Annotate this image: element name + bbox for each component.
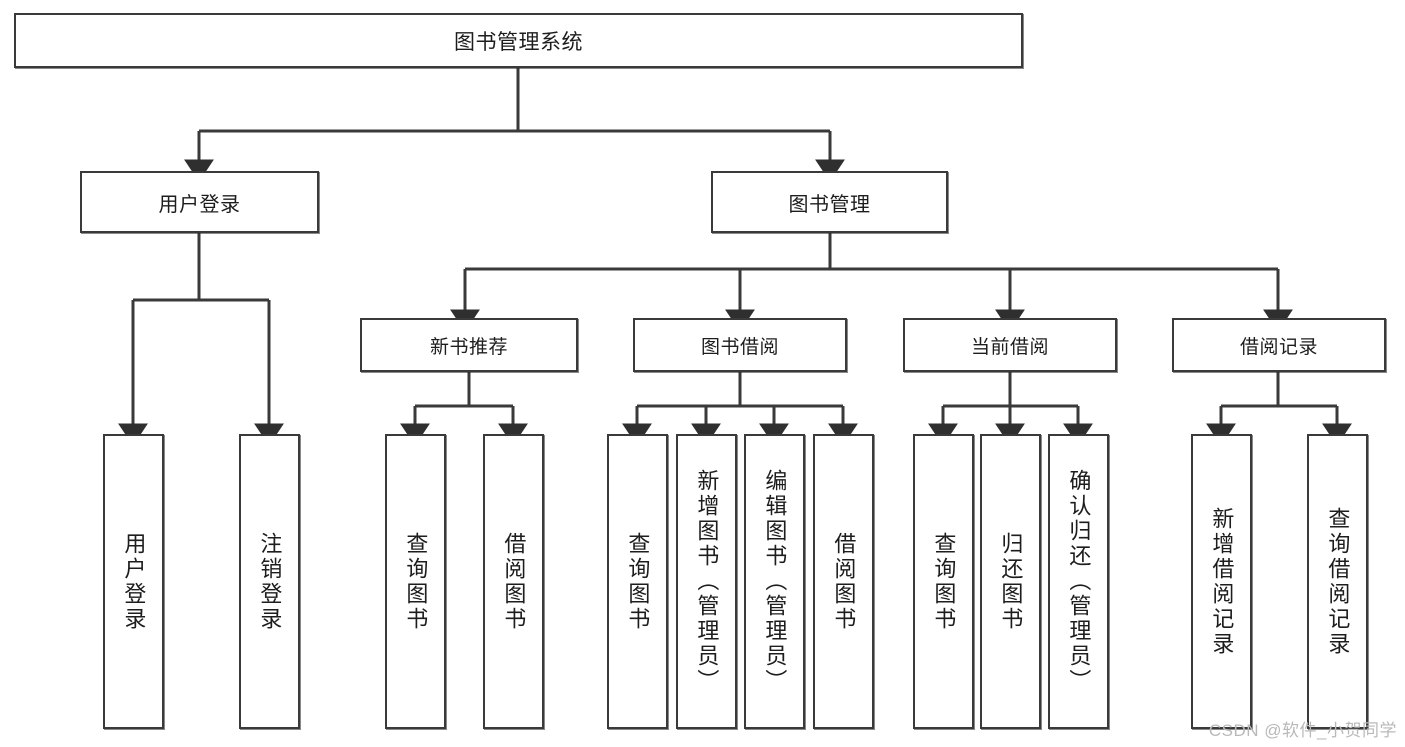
node-label: 确认归还（管理员）	[1066, 469, 1092, 694]
node-label: 图书借阅	[700, 336, 779, 358]
node-current-borrow[interactable]: 当前借阅	[903, 318, 1117, 372]
leaf-currentborrow-query-book[interactable]: 查询图书	[913, 434, 974, 729]
node-label: 新增图书（管理员）	[694, 469, 720, 694]
leaf-newbook-query-book[interactable]: 查询图书	[385, 434, 446, 729]
node-label: 图书管理	[788, 193, 871, 216]
leaf-newbook-borrow-book[interactable]: 借阅图书	[483, 434, 544, 729]
node-label: 借阅图书	[831, 531, 857, 632]
node-label: 查询图书	[403, 531, 429, 632]
leaf-borrowrecord-query-record[interactable]: 查询借阅记录	[1307, 434, 1368, 729]
node-label: 新增借阅记录	[1209, 506, 1235, 657]
node-book-borrow[interactable]: 图书借阅	[633, 318, 847, 372]
node-root-system[interactable]: 图书管理系统	[14, 13, 1023, 68]
node-user-login[interactable]: 用户登录	[80, 171, 319, 233]
node-label: 用户登录	[121, 531, 147, 632]
leaf-currentborrow-return-book[interactable]: 归还图书	[980, 434, 1041, 729]
node-book-management[interactable]: 图书管理	[711, 171, 948, 233]
node-label: 当前借阅	[970, 336, 1049, 358]
leaf-user-login[interactable]: 用户登录	[103, 434, 164, 729]
node-new-book-recommend[interactable]: 新书推荐	[360, 318, 578, 372]
node-label: 查询图书	[625, 531, 651, 632]
node-label: 用户登录	[158, 193, 241, 216]
node-borrow-record[interactable]: 借阅记录	[1172, 318, 1386, 372]
node-label: 查询图书	[931, 531, 957, 632]
node-label: 查询借阅记录	[1325, 506, 1351, 657]
leaf-bookborrow-query-book[interactable]: 查询图书	[607, 434, 668, 729]
leaf-user-logout[interactable]: 注销登录	[239, 434, 300, 729]
leaf-currentborrow-confirm-return-admin[interactable]: 确认归还（管理员）	[1048, 434, 1109, 729]
node-label: 编辑图书（管理员）	[762, 469, 788, 694]
node-label: 图书管理系统	[454, 30, 583, 54]
leaf-bookborrow-borrow-book[interactable]: 借阅图书	[813, 434, 874, 729]
node-label: 新书推荐	[429, 336, 508, 358]
node-label: 归还图书	[998, 531, 1024, 632]
leaf-bookborrow-edit-book-admin[interactable]: 编辑图书（管理员）	[744, 434, 805, 729]
leaf-bookborrow-add-book-admin[interactable]: 新增图书（管理员）	[676, 434, 737, 729]
leaf-borrowrecord-add-record[interactable]: 新增借阅记录	[1191, 434, 1252, 729]
node-label: 借阅图书	[501, 531, 527, 632]
node-label: 借阅记录	[1239, 336, 1318, 358]
node-label: 注销登录	[257, 531, 283, 632]
